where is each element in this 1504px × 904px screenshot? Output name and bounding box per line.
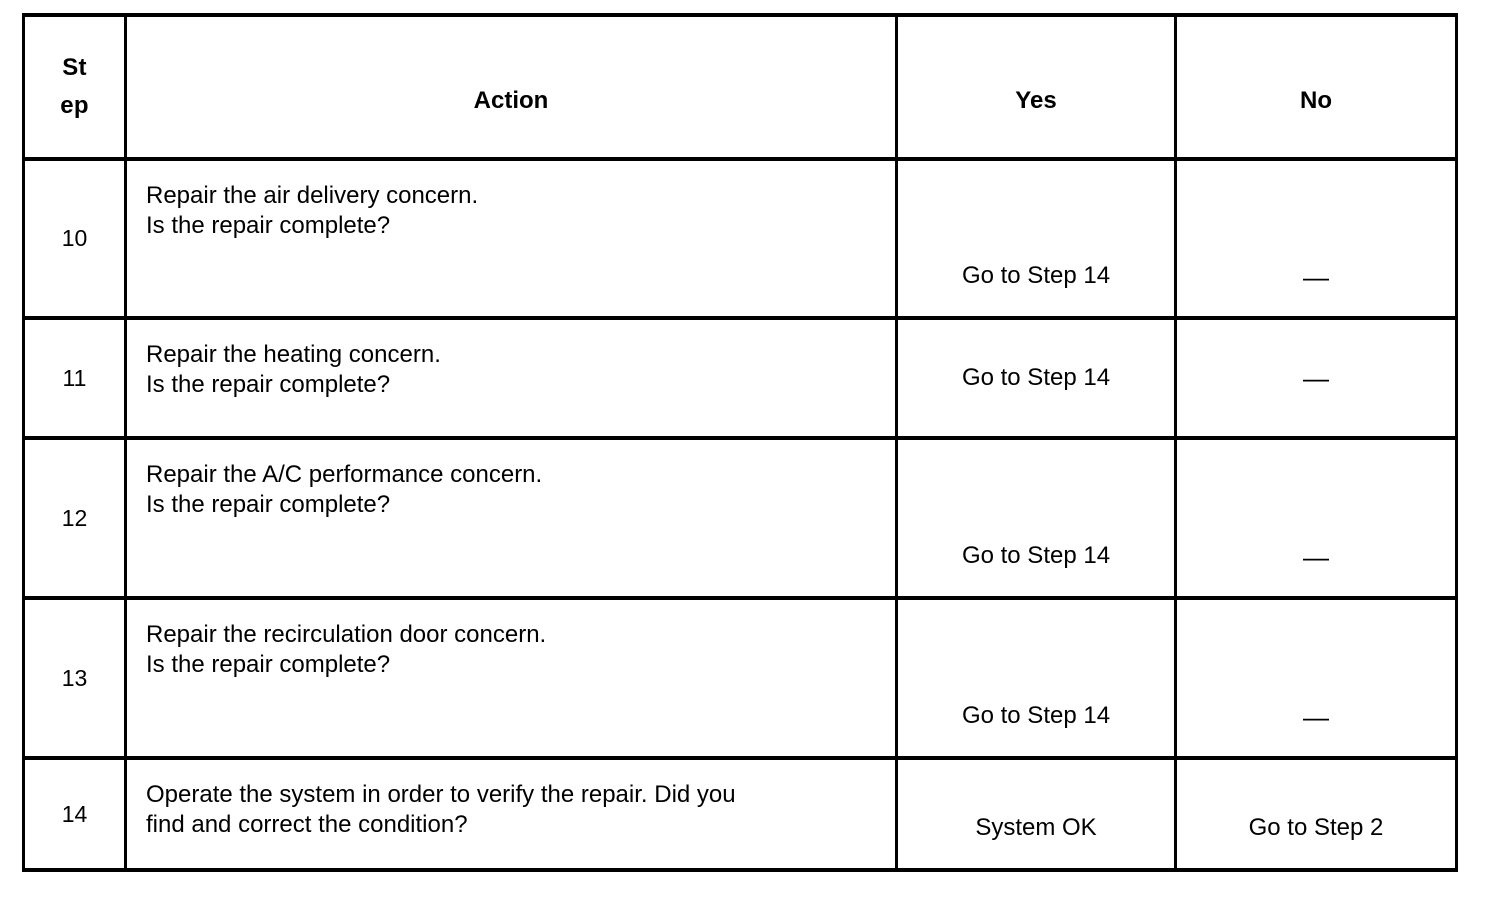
action-line-1: Repair the A/C performance concern. bbox=[146, 461, 543, 488]
yes-value: Go to Step 14 bbox=[961, 364, 1111, 391]
action-line-1: Operate the system in order to verify th… bbox=[146, 781, 736, 808]
cell-no: Go to Step 2 bbox=[1174, 756, 1458, 872]
step-number: 10 bbox=[61, 225, 88, 251]
cell-no: — bbox=[1174, 596, 1458, 760]
no-value: Go to Step 2 bbox=[1248, 814, 1384, 841]
cell-action: Repair the air delivery concern. Is the … bbox=[124, 157, 898, 320]
yes-value: Go to Step 14 bbox=[961, 702, 1111, 729]
column-header-yes-label: Yes bbox=[1015, 87, 1057, 114]
action-line-2: Is the repair complete? bbox=[146, 212, 391, 239]
column-header-no-label: No bbox=[1300, 87, 1332, 114]
no-value: — bbox=[1303, 262, 1329, 292]
cell-no: — bbox=[1174, 157, 1458, 320]
action-line-2: Is the repair complete? bbox=[146, 371, 391, 398]
table-header: St ep Action Yes No bbox=[22, 13, 1458, 161]
step-number: 12 bbox=[61, 504, 88, 531]
action-line-2: Is the repair complete? bbox=[146, 651, 391, 678]
action-line-1: Repair the heating concern. bbox=[146, 341, 441, 368]
cell-step: 14 bbox=[22, 756, 127, 872]
cell-action: Repair the heating concern. Is the repai… bbox=[124, 316, 898, 440]
cell-yes: System OK bbox=[895, 756, 1177, 872]
header-row: St ep Action Yes No bbox=[22, 13, 1458, 161]
cell-step: 11 bbox=[22, 316, 127, 440]
step-number: 13 bbox=[61, 664, 88, 691]
cell-step: 13 bbox=[22, 596, 127, 760]
yes-value: Go to Step 14 bbox=[961, 262, 1111, 289]
column-header-no: No bbox=[1174, 13, 1458, 161]
column-header-yes: Yes bbox=[895, 13, 1177, 161]
cell-no: — bbox=[1174, 316, 1458, 440]
cell-yes: Go to Step 14 bbox=[895, 596, 1177, 760]
cell-step: 10 bbox=[22, 157, 127, 320]
cell-step: 12 bbox=[22, 436, 127, 600]
action-line-2: Is the repair complete? bbox=[146, 491, 391, 518]
cell-action: Repair the A/C performance concern. Is t… bbox=[124, 436, 898, 600]
no-value: — bbox=[1303, 363, 1329, 393]
cell-action: Operate the system in order to verify th… bbox=[124, 756, 898, 872]
no-value: — bbox=[1303, 702, 1329, 732]
action-line-1: Repair the recirculation door concern. bbox=[146, 621, 547, 648]
cell-no: — bbox=[1174, 436, 1458, 600]
column-header-action-label: Action bbox=[473, 87, 549, 114]
table-row: 10 Repair the air delivery concern. Is t… bbox=[22, 157, 1458, 320]
column-header-action: Action bbox=[124, 13, 898, 161]
column-header-step-line1: St bbox=[62, 54, 87, 81]
column-header-step: St ep bbox=[22, 13, 127, 161]
yes-value: Go to Step 14 bbox=[961, 542, 1111, 569]
cell-yes: Go to Step 14 bbox=[895, 316, 1177, 440]
yes-value: System OK bbox=[975, 814, 1097, 841]
no-value: — bbox=[1303, 542, 1329, 572]
table-body: 10 Repair the air delivery concern. Is t… bbox=[22, 157, 1458, 872]
cell-yes: Go to Step 14 bbox=[895, 436, 1177, 600]
table-row: 11 Repair the heating concern. Is the re… bbox=[22, 316, 1458, 440]
table-row: 14 Operate the system in order to verify… bbox=[22, 756, 1458, 872]
table-row: 13 Repair the recirculation door concern… bbox=[22, 596, 1458, 760]
cell-yes: Go to Step 14 bbox=[895, 157, 1177, 320]
diagnostic-table: St ep Action Yes No bbox=[22, 13, 1458, 872]
step-number: 11 bbox=[62, 364, 87, 391]
column-header-step-line2: ep bbox=[60, 92, 89, 119]
action-line-2: find and correct the condition? bbox=[146, 811, 468, 838]
step-number: 14 bbox=[61, 800, 88, 827]
cell-action: Repair the recirculation door concern. I… bbox=[124, 596, 898, 760]
action-line-1: Repair the air delivery concern. bbox=[146, 182, 479, 209]
table-row: 12 Repair the A/C performance concern. I… bbox=[22, 436, 1458, 600]
